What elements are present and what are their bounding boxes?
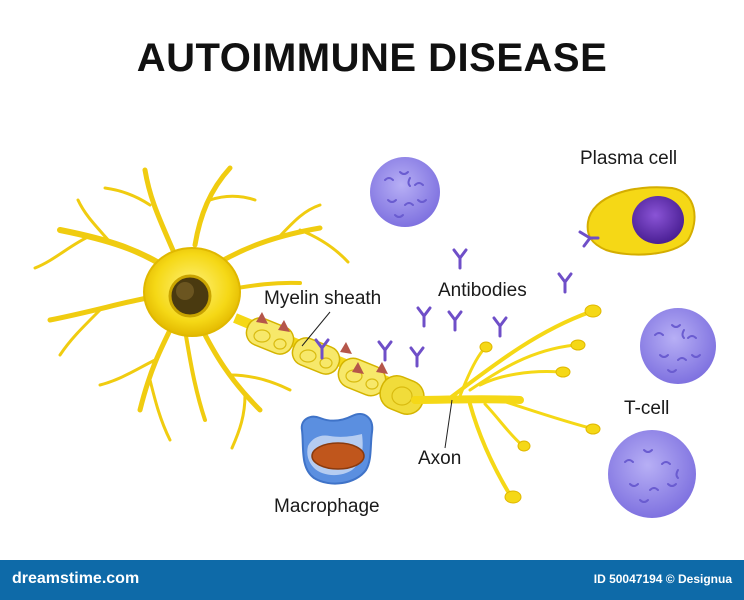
axon-terminals [411,310,592,497]
plasma-cell [578,186,696,256]
image-credit: ID 50047194 © Designua [593,572,732,586]
label-t-cell: T-cell [624,398,670,419]
page-title: AUTOIMMUNE DISEASE [136,36,608,80]
antibodies [314,248,573,368]
macrophage [300,413,374,485]
footer-bar: dreamstime.com ID 50047194 © Designua [0,560,744,600]
label-myelin-sheath: Myelin sheath [264,288,382,309]
site-name[interactable]: dreamstime.com [12,570,140,587]
label-axon: Axon [418,448,462,469]
t-cell [370,157,440,227]
diagram-canvas [33,157,716,518]
dendrites [33,165,350,450]
label-macrophage: Macrophage [274,496,380,517]
t-cell [640,308,716,384]
label-antibodies: Antibodies [438,280,527,301]
t-cell [608,430,696,518]
label-plasma-cell: Plasma cell [580,148,678,169]
myelin-sheath [233,312,425,415]
